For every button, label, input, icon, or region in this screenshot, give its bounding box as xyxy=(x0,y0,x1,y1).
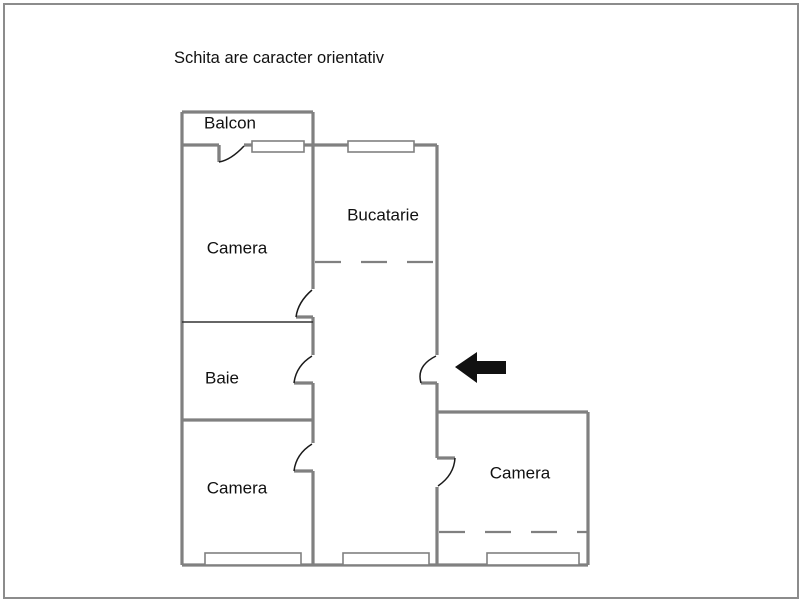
room-label-baie: Baie xyxy=(205,368,239,387)
door-camera-bottom xyxy=(293,443,313,473)
window-group xyxy=(204,140,580,566)
door-camera-right xyxy=(437,456,456,487)
room-label-bucatarie: Bucatarie xyxy=(347,205,419,224)
door-camera-top-arc xyxy=(295,289,313,318)
room-label-balcon: Balcon xyxy=(204,113,256,132)
entrance-arrow-glyph xyxy=(455,352,506,383)
door-entry-arc xyxy=(419,355,437,384)
door-baie-arc xyxy=(293,355,313,384)
door-camera-top xyxy=(295,289,313,319)
door-camera-right-arc xyxy=(437,457,456,487)
room-label-camera-top: Camera xyxy=(207,238,268,257)
door-group xyxy=(217,145,456,487)
door-camera-bottom-arc xyxy=(293,443,313,472)
plan-title-note: Schita are caracter orientativ xyxy=(174,49,385,67)
room-label-camera-bottom: Camera xyxy=(207,478,268,497)
room-label-group: Balcon Camera Bucatarie Baie Camera Came… xyxy=(204,113,551,497)
window-balcony-top xyxy=(251,140,305,153)
door-baie xyxy=(293,355,313,385)
window-bottom-mid xyxy=(342,552,430,566)
window-kitchen-top xyxy=(347,140,415,153)
door-balcony xyxy=(217,145,245,163)
dashed-line-group xyxy=(315,260,587,534)
entrance-arrow xyxy=(455,352,506,383)
door-entry xyxy=(419,355,437,385)
wall-group-interior xyxy=(182,145,315,565)
window-bottom-left xyxy=(204,552,302,566)
page-frame-border xyxy=(3,3,799,599)
room-label-camera-right: Camera xyxy=(490,463,551,482)
door-balcony-arc xyxy=(218,145,245,163)
window-bottom-right xyxy=(486,552,580,566)
